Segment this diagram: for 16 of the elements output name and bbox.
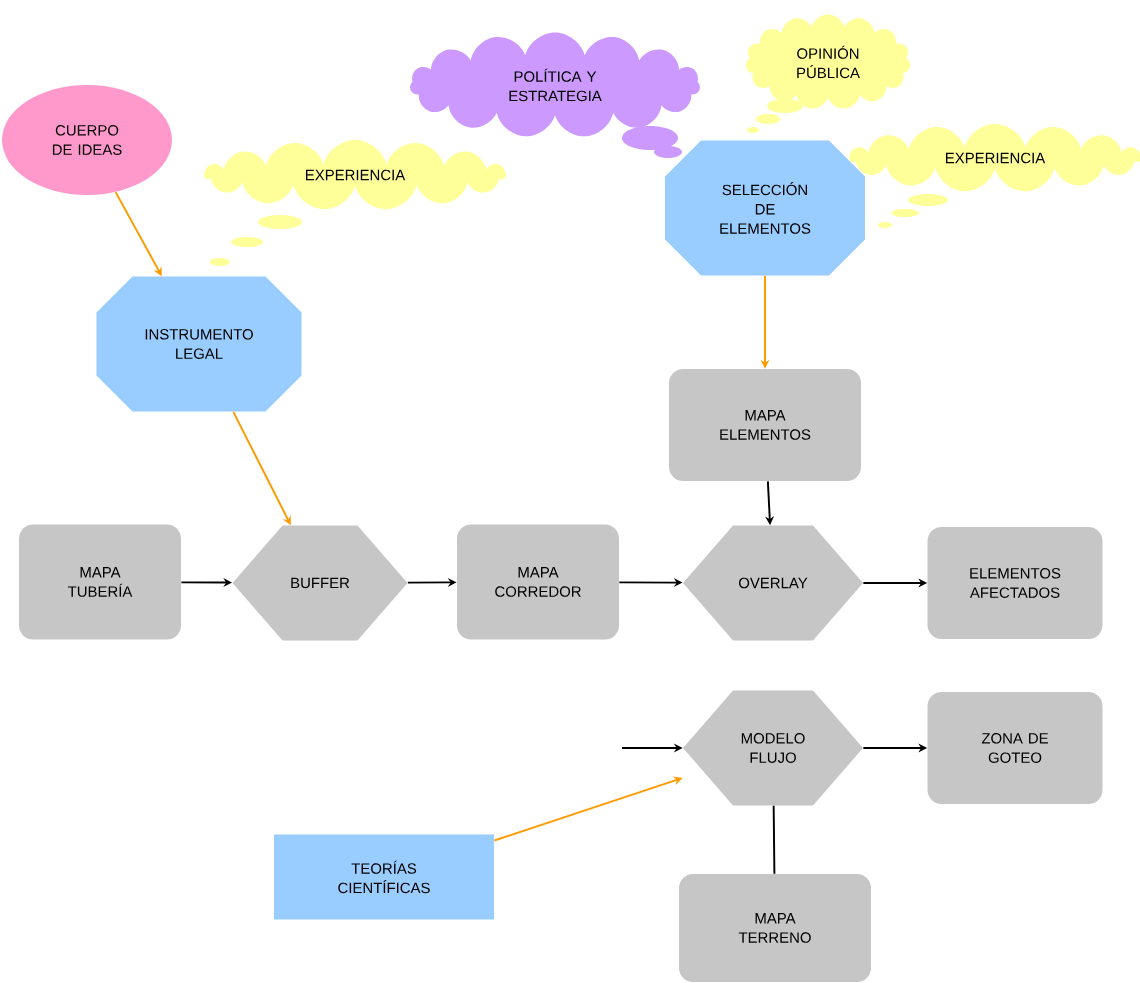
theory-box: TEORÍAS CIENTÍFICAS: [274, 834, 494, 920]
data-box: MAPA CORREDOR: [457, 524, 619, 640]
process-hexagon: MODELO FLUJO: [683, 690, 863, 806]
process-hexagon: OVERLAY: [683, 525, 863, 641]
data-box: MAPA ELEMENTOS: [669, 369, 861, 481]
process-octagon: SELECCIÓN DE ELEMENTOS: [665, 140, 865, 276]
thought-cloud: POLÍTICA Y ESTRATEGIA: [410, 32, 700, 158]
thought-cloud: EXPERIENCIA: [849, 124, 1140, 228]
thought-cloud: OPINIÓN PÚBLICA: [745, 14, 911, 133]
thought-cloud: EXPERIENCIA: [204, 140, 506, 266]
process-hexagon: BUFFER: [232, 525, 408, 641]
data-box: ZONA DE GOTEO: [927, 692, 1103, 804]
data-box: ELEMENTOS AFECTADOS: [927, 527, 1103, 639]
data-box: MAPA TERRENO: [679, 874, 871, 982]
data-box: MAPA TUBERÍA: [19, 524, 181, 640]
process-octagon: INSTRUMENTO LEGAL: [96, 276, 302, 412]
